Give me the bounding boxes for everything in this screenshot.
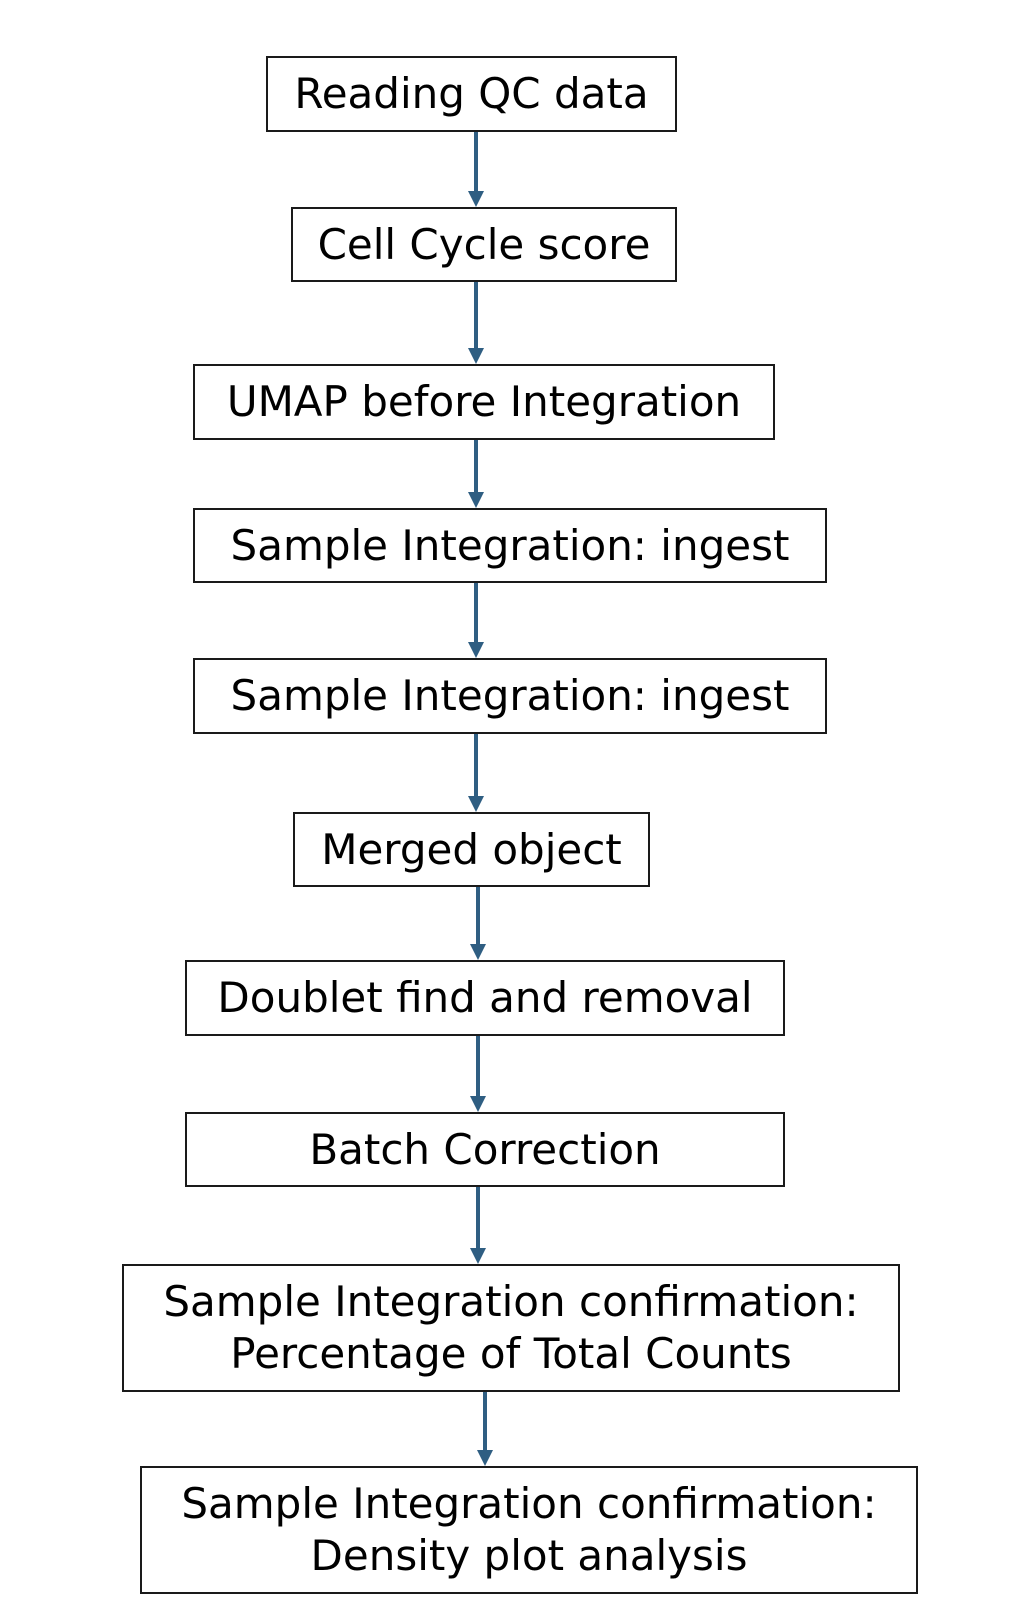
step-percentage-of-total-counts: Sample Integration confirmation: Percent…: [122, 1264, 900, 1392]
step-label: Cell Cycle score: [317, 219, 651, 269]
flow-arrowhead-7: [470, 1096, 486, 1112]
step-label-line-2: Percentage of Total Counts: [230, 1329, 792, 1378]
step-label: Sample Integration: ingest: [230, 671, 790, 720]
step-doublet-find-and-removal: Doublet find and removal: [185, 960, 785, 1036]
step-sample-integration-ingest-2: Sample Integration: ingest: [193, 658, 827, 734]
flow-arrowhead-3: [468, 492, 484, 508]
flow-arrowhead-9: [477, 1450, 493, 1466]
flow-arrowhead-4: [468, 642, 484, 658]
step-merged-object: Merged object: [293, 812, 650, 887]
flow-arrowhead-8: [470, 1248, 486, 1264]
step-umap-before-integration: UMAP before Integration: [193, 364, 775, 440]
step-reading-qc-data: Reading QC data: [266, 56, 677, 132]
step-cell-cycle-score: Cell Cycle score: [291, 207, 677, 282]
step-sample-integration-ingest-1: Sample Integration: ingest: [193, 508, 827, 583]
step-label: UMAP before Integration: [226, 377, 742, 426]
step-label: Reading QC data: [294, 69, 649, 118]
step-density-plot-analysis: Sample Integration confirmation: Density…: [140, 1466, 918, 1594]
step-label: Batch Correction: [309, 1124, 661, 1174]
step-label-line-1: Sample Integration confirmation:: [181, 1479, 877, 1528]
step-label: Doublet find and removal: [217, 973, 753, 1022]
flow-arrowhead-5: [468, 796, 484, 812]
step-label: Merged object: [321, 824, 622, 874]
step-label-line-1: Sample Integration confirmation:: [163, 1277, 859, 1326]
flow-arrowhead-1: [468, 191, 484, 207]
flow-arrowhead-6: [470, 944, 486, 960]
flow-arrowhead-2: [468, 348, 484, 364]
step-batch-correction: Batch Correction: [185, 1112, 785, 1187]
step-label: Sample Integration: ingest: [230, 520, 790, 570]
step-label-line-2: Density plot analysis: [310, 1531, 748, 1580]
